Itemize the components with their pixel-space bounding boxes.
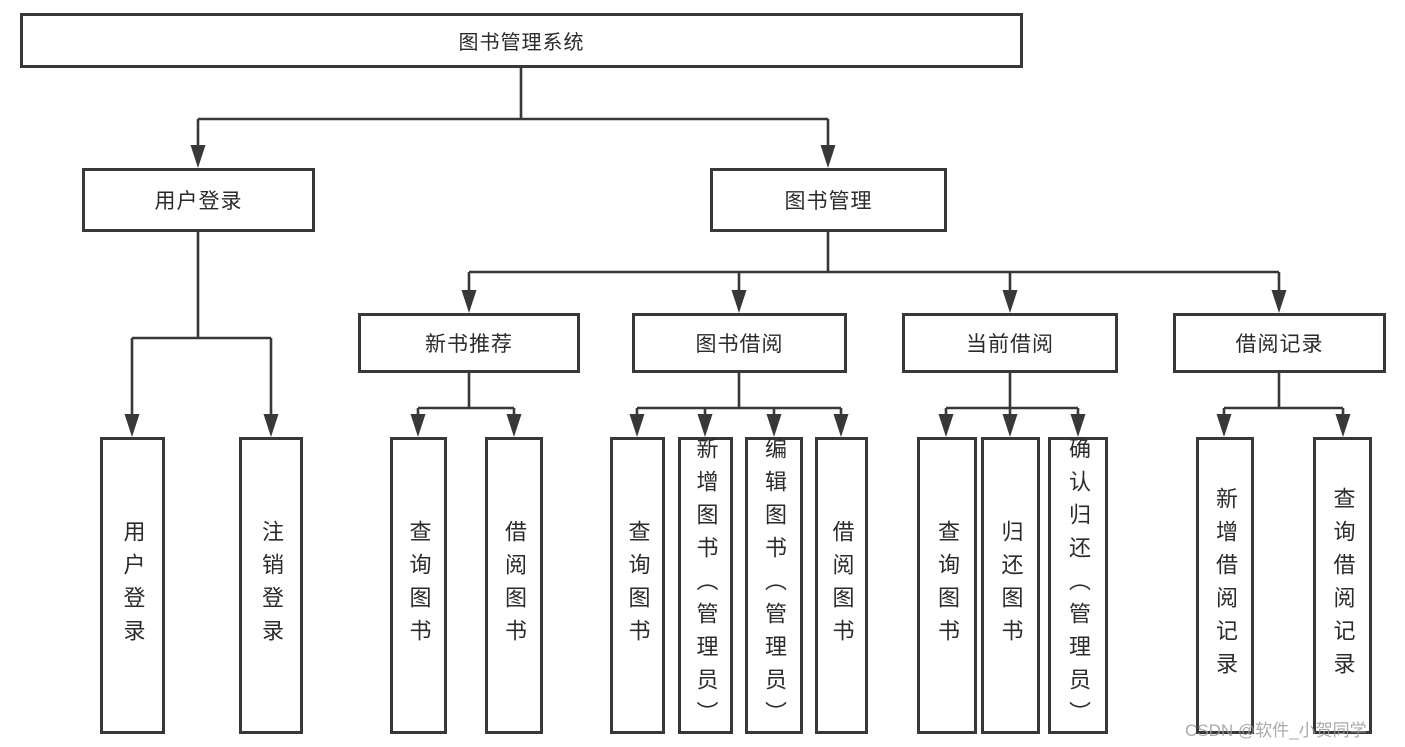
leaf-return-books: 归还图书	[981, 437, 1040, 734]
leaf-edit-books-admin: 编辑图书（管理员）	[745, 437, 803, 734]
node-label: 新增图书（管理员）	[693, 437, 719, 734]
leaf-add-books-admin: 新增图书（管理员）	[678, 437, 733, 734]
node-borrowing-records: 借阅记录	[1173, 313, 1386, 373]
csdn-watermark: CSDN @软件_小贺同学	[1185, 721, 1367, 740]
node-label: 新书推荐	[425, 333, 513, 356]
leaf-query-books-recommend: 查询图书	[390, 437, 447, 734]
node-label: 图书管理	[784, 190, 873, 213]
node-new-book-recommend: 新书推荐	[358, 313, 580, 373]
leaf-add-borrow-record: 新增借阅记录	[1196, 437, 1254, 734]
leaf-query-borrow-record: 查询借阅记录	[1313, 437, 1372, 734]
node-label: 查询图书	[935, 519, 960, 652]
node-user-login-module: 用户登录	[82, 168, 315, 232]
node-label: 图书管理系统	[458, 32, 585, 54]
node-book-borrowing: 图书借阅	[632, 313, 847, 373]
leaf-user-login: 用户登录	[100, 437, 165, 734]
node-label: 图书借阅	[695, 333, 784, 356]
node-label: 当前借阅	[966, 333, 1054, 356]
leaf-logout: 注销登录	[239, 437, 303, 734]
node-label: 编辑图书（管理员）	[762, 437, 787, 734]
leaf-confirm-return-admin: 确认归还（管理员）	[1048, 437, 1108, 734]
node-label: 用户登录	[120, 519, 146, 652]
node-book-management-module: 图书管理	[710, 168, 947, 232]
node-label: 新增借阅记录	[1213, 486, 1238, 685]
node-label: 确认归还（管理员）	[1066, 437, 1091, 734]
node-root-system: 图书管理系统	[20, 13, 1023, 68]
node-label: 查询图书	[625, 519, 651, 652]
node-label: 借阅图书	[829, 519, 855, 652]
node-label: 借阅图书	[502, 519, 527, 652]
node-label: 查询图书	[406, 519, 432, 652]
node-label: 归还图书	[998, 519, 1024, 652]
node-label: 查询借阅记录	[1330, 486, 1356, 685]
leaf-borrow-books: 借阅图书	[815, 437, 868, 734]
node-current-borrowing: 当前借阅	[902, 313, 1118, 373]
leaf-query-books-current: 查询图书	[917, 437, 977, 734]
leaf-query-books-borrowing: 查询图书	[610, 437, 665, 734]
node-label: 用户登录	[154, 190, 243, 213]
leaf-borrow-books-recommend: 借阅图书	[485, 437, 543, 734]
node-label: 借阅记录	[1235, 333, 1324, 356]
node-label: 注销登录	[259, 519, 284, 652]
